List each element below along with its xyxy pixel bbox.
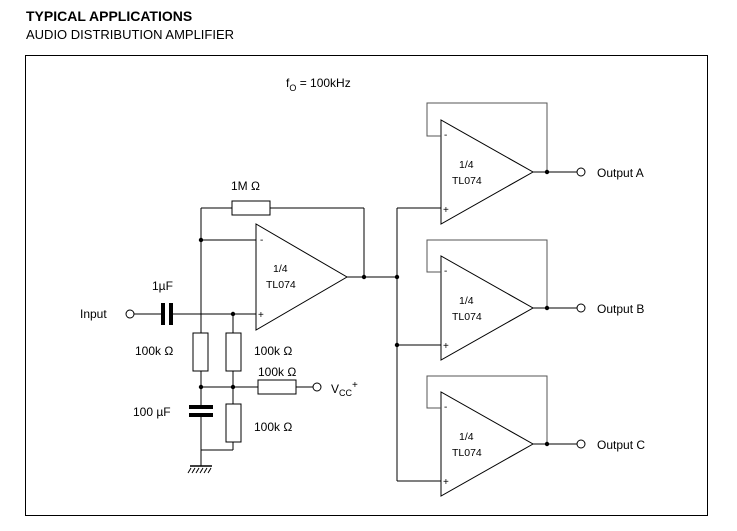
bias-resistor-left-label: 100k Ω xyxy=(135,344,173,358)
svg-text:-: - xyxy=(444,266,447,277)
output-a-label: Output A xyxy=(597,166,644,180)
output-b-terminal xyxy=(576,303,586,313)
svg-text:+: + xyxy=(443,341,449,352)
vcc-label: VCC+ xyxy=(331,380,358,398)
svg-text:TL074: TL074 xyxy=(452,311,482,323)
feedback-resistor xyxy=(231,200,271,216)
input-label: Input xyxy=(80,307,107,321)
bias-capacitor xyxy=(189,405,213,417)
opamp-buffer-b: - + 1/4 TL074 xyxy=(440,255,535,361)
vcc-resistor-label: 100k Ω xyxy=(258,365,296,379)
ground-resistor-label: 100k Ω xyxy=(254,420,292,434)
svg-text:1/4: 1/4 xyxy=(459,159,474,171)
input-capacitor-label: 1µF xyxy=(152,279,173,293)
svg-text:+: + xyxy=(443,477,449,488)
svg-text:+: + xyxy=(443,205,449,216)
bias-capacitor-label: 100 µF xyxy=(133,405,171,419)
svg-text:-: - xyxy=(444,402,447,413)
svg-text:1/4: 1/4 xyxy=(459,431,474,443)
input-capacitor xyxy=(161,303,173,325)
bias-resistor-mid-label: 100k Ω xyxy=(254,344,292,358)
opamp-buffer-a: - + 1/4 TL074 xyxy=(440,119,535,225)
svg-text:1/4: 1/4 xyxy=(459,295,474,307)
svg-text:1/4: 1/4 xyxy=(273,263,288,275)
opamp-main: - + 1/4 TL074 xyxy=(255,223,348,331)
page-subtitle: AUDIO DISTRIBUTION AMPLIFIER xyxy=(26,27,235,42)
output-c-label: Output C xyxy=(597,438,645,452)
svg-text:TL074: TL074 xyxy=(266,279,296,291)
output-c-terminal xyxy=(576,439,586,449)
vcc-terminal xyxy=(312,382,322,392)
bias-resistor-left xyxy=(192,332,209,372)
bias-resistor-mid xyxy=(225,332,242,372)
svg-text:TL074: TL074 xyxy=(452,175,482,187)
output-b-label: Output B xyxy=(597,302,644,316)
diagram-frame xyxy=(25,55,708,516)
opamp-buffer-c: - + 1/4 TL074 xyxy=(440,391,535,497)
frequency-label: fO = 100kHz xyxy=(286,76,351,93)
ground-icon xyxy=(187,450,212,474)
svg-text:-: - xyxy=(260,235,263,246)
ground-resistor xyxy=(225,403,242,443)
feedback-resistor-label: 1M Ω xyxy=(231,179,260,193)
svg-text:+: + xyxy=(258,310,264,321)
page-title: TYPICAL APPLICATIONS xyxy=(26,8,193,24)
svg-text:TL074: TL074 xyxy=(452,447,482,459)
output-a-terminal xyxy=(576,167,586,177)
vcc-resistor xyxy=(257,379,297,395)
input-terminal xyxy=(125,309,135,319)
svg-text:-: - xyxy=(444,130,447,141)
